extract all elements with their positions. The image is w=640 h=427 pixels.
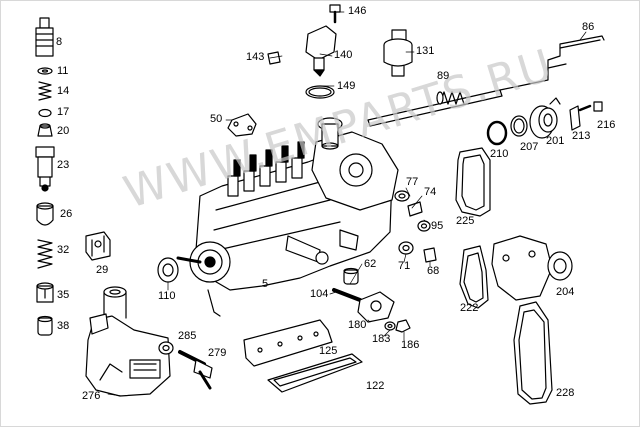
callout-5: 5 [262, 278, 269, 290]
callout-228: 228 [556, 387, 575, 399]
callout-216: 216 [597, 119, 616, 131]
part-201-adjuster[interactable] [529, 97, 561, 139]
callout-201: 201 [546, 135, 565, 147]
part-71-ring[interactable] [398, 241, 414, 255]
callout-20: 20 [57, 125, 70, 137]
pump-drive-hub [176, 241, 231, 317]
governor-cover [311, 117, 399, 211]
part-204-cover[interactable] [491, 235, 573, 301]
callout-210: 210 [490, 148, 509, 160]
callout-131: 131 [416, 45, 435, 57]
part-228-gasket[interactable] [513, 301, 553, 405]
part-86-control-rod[interactable] [367, 35, 605, 127]
part-26-cap[interactable] [36, 202, 54, 226]
delivery-valve-holders [227, 141, 305, 197]
part-207-ring[interactable] [510, 115, 528, 137]
callout-140: 140 [334, 49, 353, 61]
callout-8: 8 [56, 36, 63, 48]
part-143-clip[interactable] [267, 51, 281, 65]
part-183-washer[interactable] [384, 321, 396, 331]
callout-225: 225 [456, 215, 475, 227]
callout-71: 71 [398, 260, 411, 272]
callout-143: 143 [246, 51, 265, 63]
part-216-screw[interactable] [578, 101, 603, 112]
part-32-spring[interactable] [37, 239, 53, 269]
part-180-flange[interactable] [357, 291, 395, 323]
callout-23: 23 [57, 159, 70, 171]
callout-35: 35 [57, 289, 70, 301]
part-213-plate[interactable] [569, 105, 581, 131]
part-95-washer[interactable] [417, 220, 431, 232]
part-38-bush[interactable] [37, 315, 53, 336]
callout-68: 68 [427, 265, 440, 277]
part-50-gasket[interactable] [227, 113, 257, 137]
part-285-seal-ring[interactable] [158, 341, 174, 355]
part-125-gasket[interactable] [243, 319, 333, 367]
part-122-gasket[interactable] [267, 353, 363, 393]
part-210-ring[interactable] [486, 120, 508, 146]
callout-276: 276 [82, 390, 101, 402]
part-35-sleeve[interactable] [36, 282, 54, 303]
part-29-bracket[interactable] [85, 231, 111, 261]
callout-285: 285 [178, 330, 197, 342]
part-222-gasket[interactable] [459, 245, 489, 309]
part-110-shaft-seal[interactable] [157, 257, 179, 283]
callout-11: 11 [57, 65, 69, 77]
callout-26: 26 [60, 208, 73, 220]
callout-62: 62 [364, 258, 377, 270]
callout-89: 89 [437, 70, 450, 82]
callout-50: 50 [210, 113, 223, 125]
part-8-plunger[interactable] [35, 17, 54, 57]
part-149-o-ring[interactable] [305, 85, 335, 99]
callout-77: 77 [406, 176, 419, 188]
part-20-seat[interactable] [37, 123, 53, 137]
callout-17: 17 [57, 106, 70, 118]
part-140-stop-solenoid[interactable] [305, 25, 337, 77]
part-146-screw[interactable] [329, 4, 341, 24]
part-11-washer[interactable] [37, 67, 53, 75]
part-186-nut[interactable] [395, 319, 411, 333]
callout-86: 86 [582, 21, 595, 33]
part-68-plug[interactable] [423, 247, 437, 263]
part-89-spring[interactable] [436, 91, 465, 105]
callout-110: 110 [158, 290, 176, 302]
part-131-valve[interactable] [383, 29, 413, 77]
callout-125: 125 [319, 345, 338, 357]
injection-pump-assembly[interactable] [176, 117, 399, 317]
part-104-stud[interactable] [332, 288, 362, 302]
callout-146: 146 [348, 5, 367, 17]
part-276-governor-housing[interactable] [85, 286, 171, 397]
callout-95: 95 [431, 220, 444, 232]
callout-183: 183 [372, 333, 391, 345]
part-225-gasket[interactable] [455, 147, 491, 217]
callout-279: 279 [208, 347, 227, 359]
callout-74: 74 [424, 186, 437, 198]
callout-122: 122 [366, 380, 385, 392]
callout-149: 149 [337, 80, 356, 92]
callout-14: 14 [57, 85, 70, 97]
part-23-valve[interactable] [35, 146, 55, 192]
callout-104: 104 [310, 288, 329, 300]
callout-213: 213 [572, 130, 591, 142]
callout-186: 186 [401, 339, 420, 351]
callout-38: 38 [57, 320, 70, 332]
part-14-spring[interactable] [38, 81, 52, 101]
callout-29: 29 [96, 264, 109, 276]
callout-32: 32 [57, 244, 70, 256]
callout-222: 222 [460, 302, 479, 314]
leader-lines [107, 11, 587, 397]
callout-204: 204 [556, 286, 575, 298]
callout-207: 207 [520, 141, 539, 153]
part-279-screw[interactable] [178, 350, 213, 390]
part-17-ring[interactable] [38, 108, 52, 118]
part-77-seal[interactable] [394, 190, 410, 202]
callout-180: 180 [348, 319, 367, 331]
